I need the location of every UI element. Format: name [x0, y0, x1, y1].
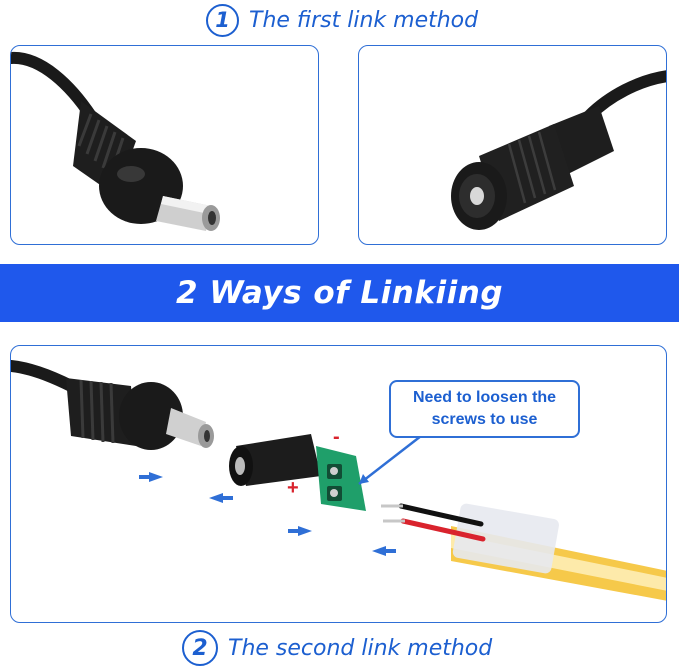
second-method-illustration: - +	[11, 360, 666, 601]
first-method-heading: 1 The first link method	[206, 3, 478, 37]
callout-line-1: Need to loosen the	[412, 389, 557, 406]
banner-title: 2 Ways of Linkiing	[175, 275, 504, 311]
male-plug-panel	[10, 45, 319, 245]
screw-terminal-block	[316, 446, 366, 511]
loosen-screws-callout: Need to loosen the screws to use	[389, 380, 580, 438]
minus-mark: -	[333, 426, 340, 448]
male-dc-plug-image	[11, 51, 220, 231]
plus-mark: +	[287, 477, 299, 499]
second-method-label: The second link method	[228, 635, 493, 661]
female-jack-panel	[358, 45, 667, 245]
direction-arrows	[139, 472, 396, 556]
step-number-2: 2	[182, 630, 218, 666]
ways-banner: 2 Ways of Linkiing	[0, 264, 679, 322]
step-number-1: 1	[206, 3, 239, 37]
female-dc-jack-image	[451, 70, 666, 230]
second-method-heading: 2 The second link method	[182, 628, 492, 667]
callout-line-2: screws to use	[431, 411, 538, 428]
first-method-label: The first link method	[249, 7, 479, 33]
